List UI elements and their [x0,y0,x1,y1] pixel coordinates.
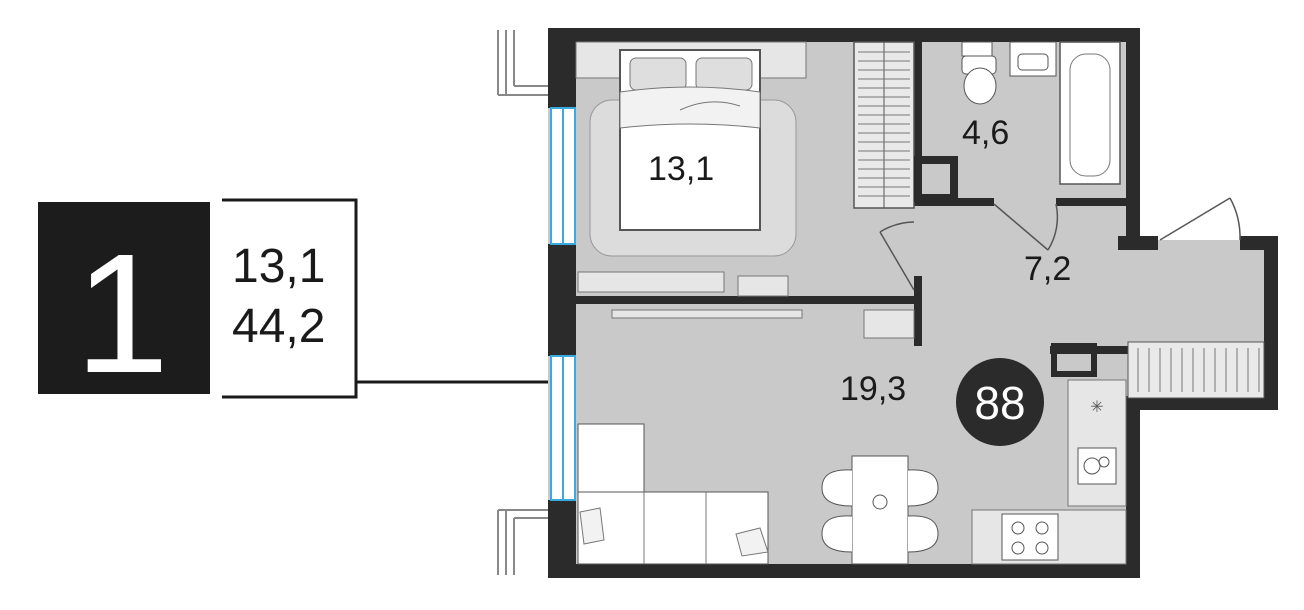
window-bottom [550,355,576,501]
wardrobe-hangers [858,51,910,197]
rooms-count: 1 [75,219,170,409]
hall-cabinet [863,309,915,339]
area-bracket [222,198,358,399]
bed-icon [619,49,761,231]
apartment-number: 88 [974,377,1025,429]
stove-icon [971,509,1127,565]
bathroom-area-label: 4,6 [962,114,1009,152]
living-area-value: 13,1 [232,240,325,293]
bathtub-icon [1059,41,1121,185]
sofa-icon [577,423,769,565]
kitchen-counter [1067,379,1127,507]
total-area-value: 44,2 [232,300,325,353]
door-loggia [1159,197,1241,241]
hallway-area-label: 7,2 [1024,250,1071,288]
desk [737,275,789,297]
loggia-box [1051,343,1097,377]
bedroom-area-label: 13,1 [648,150,714,188]
window-top [550,107,576,245]
balcony-rail-top [497,30,548,96]
door-bedroom [879,221,915,291]
apartment-number-badge [956,358,1044,446]
rooms-count-box [38,202,210,394]
wardrobe-icon [853,41,915,209]
kitchen-living-area-label: 19,3 [840,370,906,408]
door-bathroom [993,203,1059,251]
tv-stand [577,271,725,293]
sink-icon [1009,41,1057,77]
kitchen-sink-icon [1077,447,1117,485]
wall-shelf [611,309,803,319]
dining-table-icon [821,455,939,565]
outer-walls [548,28,1278,578]
radiator-icon [1127,341,1265,399]
fridge-icon: ✳ [1090,399,1103,416]
niche [914,156,958,202]
toilet-icon [961,41,997,105]
balcony-rail-bottom [497,509,548,575]
